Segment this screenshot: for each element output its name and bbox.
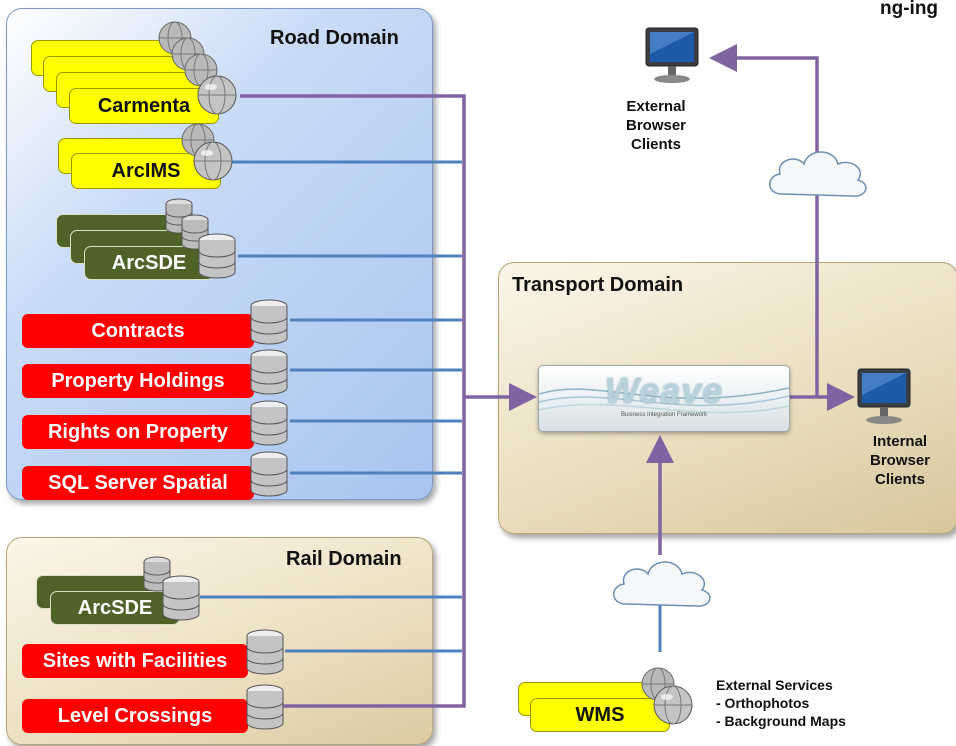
description-line: External Services (716, 677, 833, 693)
globe-icon (193, 141, 233, 181)
database-icon (246, 629, 284, 675)
database-icon (250, 400, 288, 446)
rail-domain-title: Rail Domain (286, 548, 402, 570)
arcims-source: ArcIMS (71, 153, 221, 189)
weave-logo: Weave (604, 370, 724, 411)
monitor-icon (645, 27, 699, 83)
carmenta-source: Carmenta (69, 88, 219, 124)
monitor-icon (857, 368, 911, 424)
road-arcsde-source: ArcSDE (84, 246, 214, 280)
database-icon (162, 575, 200, 621)
database-icon (250, 349, 288, 395)
sql-server-spatial-source: SQL Server Spatial (22, 466, 254, 500)
cloud-icon (613, 561, 711, 607)
wms-source: WMS (530, 698, 670, 732)
cloud-icon (769, 151, 867, 197)
rail-arcsde-source: ArcSDE (50, 591, 180, 625)
label-line: Internal (872, 433, 928, 450)
label-line: Clients (874, 471, 925, 488)
road-domain-title: Road Domain (270, 27, 399, 49)
label-line: External (626, 98, 686, 115)
database-icon (198, 233, 236, 279)
description-line: - Orthophotos (716, 695, 810, 711)
property-holdings-source: Property Holdings (22, 364, 254, 398)
rights-on-property-source: Rights on Property (22, 415, 254, 449)
sites-with-facilities-source: Sites with Facilities (22, 644, 248, 678)
weave-wave-decoration (539, 387, 789, 414)
globe-icon (653, 685, 693, 725)
globe-icon (197, 75, 237, 115)
level-crossings-source: Level Crossings (22, 699, 248, 733)
weave-integration-box: Weave Business Integration Framework (538, 365, 790, 432)
weave-tagline: Business Integration Framework (620, 412, 708, 418)
description-line: - Background Maps (716, 713, 846, 729)
database-icon (250, 299, 288, 345)
external-services-description: External Services - Orthophotos - Backgr… (716, 676, 846, 730)
database-icon (250, 451, 288, 497)
label-line: Browser (625, 117, 687, 134)
label-line: Clients (630, 136, 681, 153)
database-icon (246, 684, 284, 730)
internal-clients-label: Internal Browser Clients (852, 432, 948, 489)
cropped-top-text: ng-ing (880, 0, 939, 19)
contracts-source: Contracts (22, 314, 254, 348)
main-bus-line (240, 94, 466, 708)
transport-domain-title: Transport Domain (512, 274, 684, 296)
external-clients-label: External Browser Clients (608, 97, 704, 154)
weave-to-external-arrow (709, 44, 819, 397)
label-line: Browser (869, 452, 931, 469)
